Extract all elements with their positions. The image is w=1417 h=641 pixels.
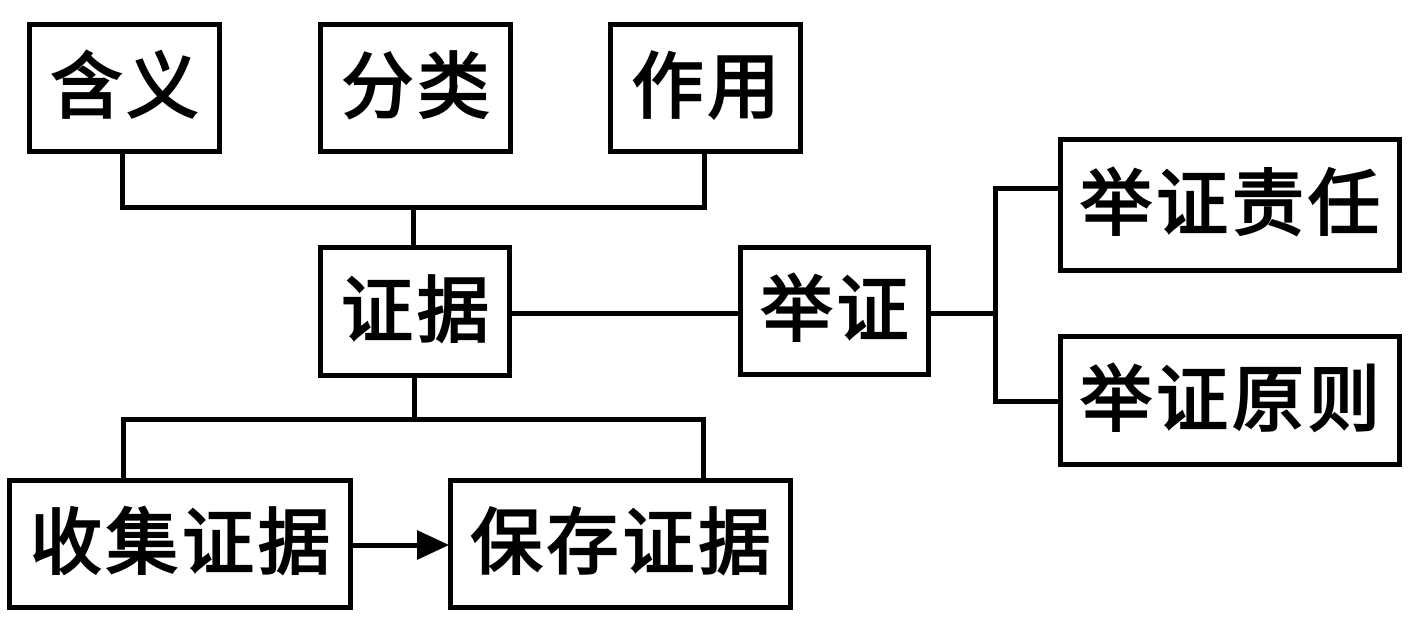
node-preserve-evidence: 保存证据 [448,478,793,610]
connector-preserve-stem [701,417,706,478]
node-function: 作用 [608,22,803,154]
connector-bottom-rail [121,417,706,422]
node-classification: 分类 [318,22,513,154]
node-collect-evidence: 收集证据 [7,478,353,610]
connector-meaning-stem [120,154,125,210]
connector-evidence-bottom-stem [412,378,417,422]
node-evidence: 证据 [318,245,512,378]
node-proof-principle: 举证原则 [1058,334,1402,467]
connector-collect-stem [121,417,126,478]
connector-evidence-adduce [512,311,738,316]
node-burden-of-proof: 举证责任 [1058,137,1402,273]
connector-adduce-bracket [931,311,998,316]
node-meaning: 含义 [27,22,222,154]
connector-function-stem [702,154,707,210]
node-adduce-evidence: 举证 [738,245,931,377]
connector-right-bracket [993,186,998,404]
connector-principle-stub [993,399,1058,404]
arrow-collect-to-preserve-shaft [353,543,422,548]
connector-evidence-top-stem [411,205,416,245]
connector-burden-stub [993,186,1058,191]
arrow-right-icon [417,530,449,560]
